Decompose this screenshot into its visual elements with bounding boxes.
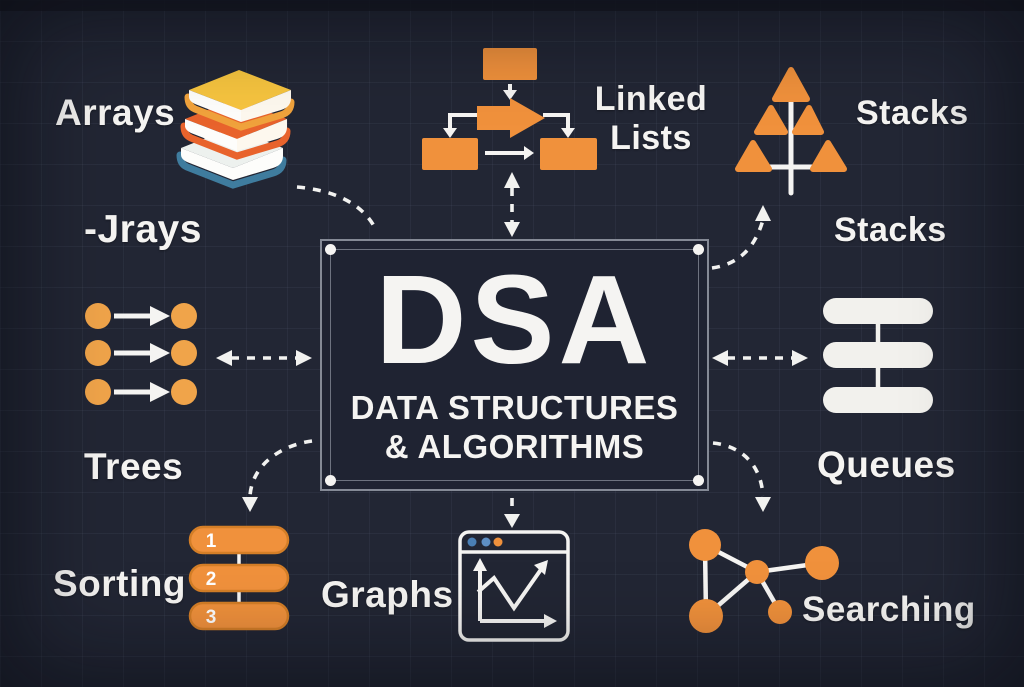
triangle-tree-icon xyxy=(735,67,847,196)
arrays-label: Arrays xyxy=(55,92,176,133)
dsa-acronym: DSA xyxy=(375,249,654,390)
edge-arrays-center xyxy=(296,185,376,227)
sorting-number-1: 1 xyxy=(206,531,217,552)
arrowhead-down xyxy=(242,497,258,512)
chart-window-icon xyxy=(458,530,570,642)
flowchart-arrow-head xyxy=(510,98,545,138)
window-dot-blue-2 xyxy=(481,537,491,547)
arrowhead-left xyxy=(712,350,728,366)
dot-arrow-rows-icon xyxy=(85,303,197,405)
corner-dot xyxy=(693,475,704,486)
arrowhead-up xyxy=(755,205,771,221)
flowchart-top-node xyxy=(483,48,537,80)
trees-label: Trees xyxy=(84,446,184,487)
arrowhead-left xyxy=(216,350,232,366)
sorting-number-3: 3 xyxy=(206,607,217,628)
arrowhead-down xyxy=(504,222,520,237)
arrowhead-right xyxy=(792,350,808,366)
corner-dot xyxy=(325,475,336,486)
arrowhead-down xyxy=(504,514,520,528)
numbered-pills-icon: 1 2 3 xyxy=(188,525,290,631)
linked-lists-line-2: Lists xyxy=(610,119,692,158)
arrowhead-up xyxy=(504,172,520,188)
arrowhead-right xyxy=(296,350,312,366)
books-icon xyxy=(176,70,295,189)
flowchart-icon xyxy=(422,48,597,170)
network-graph-icon xyxy=(689,529,839,633)
dsa-subtitle: DATA STRUCTURES & ALGORITHMS xyxy=(351,389,679,467)
searching-label: Searching xyxy=(802,590,976,629)
flowchart-right-node xyxy=(540,138,597,170)
edge-center-stacks xyxy=(711,219,765,270)
arrays-artifact-label: -Jrays xyxy=(84,208,202,251)
subtitle-line-2: & ALGORITHMS xyxy=(384,427,645,465)
edge-center-sorting xyxy=(248,439,313,497)
window-dot-blue-1 xyxy=(467,537,477,547)
corner-dot xyxy=(693,244,704,255)
arrowhead-down xyxy=(755,497,771,512)
subtitle-line-1: DATA STRUCTURES xyxy=(350,389,679,426)
sorting-label: Sorting xyxy=(53,563,186,604)
queues-label: Queues xyxy=(817,444,956,485)
sorting-number-2: 2 xyxy=(206,569,217,590)
stacks-label: Stacks xyxy=(856,94,969,132)
corner-dot xyxy=(325,244,336,255)
flowchart-arrow-body xyxy=(477,106,512,130)
flowchart-left-node xyxy=(422,138,478,170)
center-dsa-box: DSA DATA STRUCTURES & ALGORITHMS xyxy=(320,239,709,491)
linked-lists-line-1: Linked xyxy=(594,80,708,118)
linked-lists-label: Linked Lists xyxy=(588,80,714,158)
graphs-label: Graphs xyxy=(321,574,454,615)
window-dot-orange xyxy=(493,537,503,547)
stacked-pills-icon xyxy=(823,298,933,413)
edge-center-searching xyxy=(712,441,765,497)
stacks-artifact-label: Stacks xyxy=(834,211,947,249)
